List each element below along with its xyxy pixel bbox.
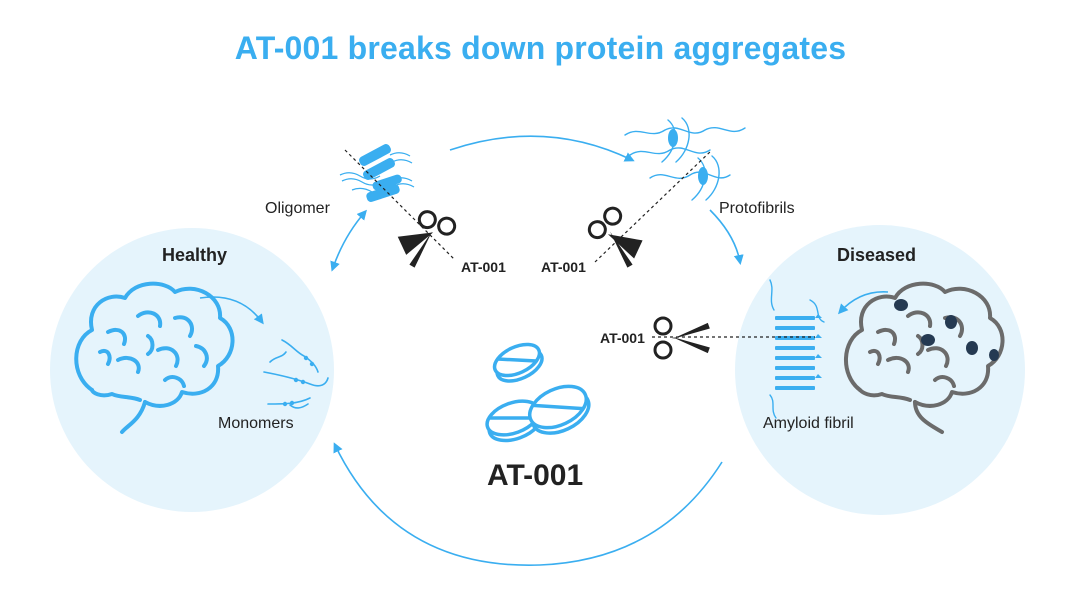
oligomer-label: Oligomer [265, 200, 330, 218]
page-title: AT-001 breaks down protein aggregates [0, 30, 1081, 67]
arrow-monomers-oligomer [334, 212, 365, 265]
at001-label-fibril: AT-001 [600, 330, 645, 346]
cut-line-oligomer [345, 150, 455, 260]
drug-name: AT-001 [487, 459, 583, 493]
diseased-label: Diseased [837, 245, 916, 266]
pill-icon [482, 338, 595, 447]
scissors-icon-oligomer [389, 201, 458, 275]
protofibrils-icon [625, 118, 745, 200]
oligomer-icon [340, 143, 414, 203]
healthy-label: Healthy [162, 245, 227, 266]
arrow-oligomer-to-protofibrils [450, 136, 632, 160]
at001-label-oligomer: AT-001 [461, 259, 506, 275]
protofibrils-label: Protofibrils [719, 200, 795, 218]
scissors-icon-fibril [655, 318, 710, 358]
amyloid-fibril-label: Amyloid fibril [763, 415, 854, 433]
cut-line-protofibrils [595, 150, 712, 262]
at001-label-protofibrils: AT-001 [541, 259, 586, 275]
scissors-icon-protofibrils [584, 202, 650, 275]
healthy-circle [50, 228, 334, 512]
monomers-label: Monomers [218, 415, 294, 433]
